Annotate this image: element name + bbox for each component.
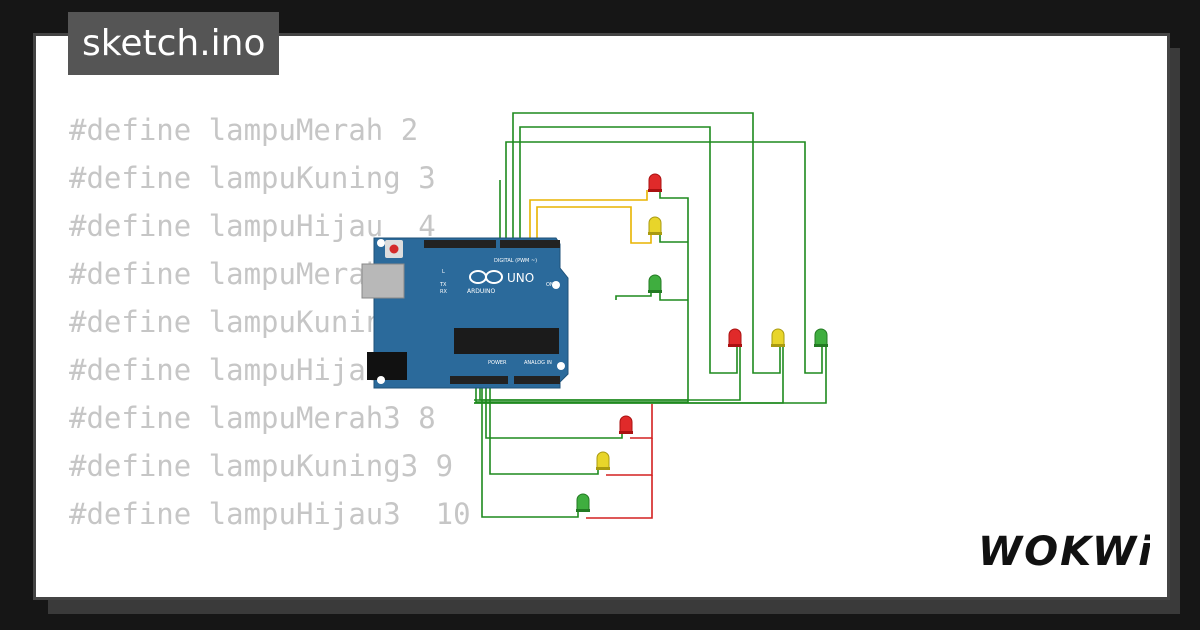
power-label: POWER — [488, 360, 507, 366]
tx-label: TX — [439, 282, 447, 288]
arduino-logo-icon — [469, 270, 503, 284]
mounting-hole — [552, 281, 560, 289]
led-green-icon[interactable] — [648, 274, 662, 293]
code-line: #define lampuHijau2 7 — [69, 353, 436, 387]
digital-label: DIGITAL (PWM ~) — [494, 258, 537, 264]
led-red-icon[interactable] — [648, 173, 662, 192]
led-red-icon[interactable] — [728, 328, 742, 347]
mounting-hole — [557, 362, 565, 370]
mounting-hole — [377, 376, 385, 384]
code-line: void setup() { — [69, 586, 471, 597]
board-name-label: UNO — [507, 271, 534, 285]
led-red-icon[interactable] — [619, 415, 633, 434]
l-label: L — [442, 269, 445, 275]
led-green-icon[interactable] — [814, 328, 828, 347]
power-jack — [367, 352, 407, 380]
rx-label: RX — [440, 289, 447, 295]
wokwi-logo-text: WOKWi — [978, 529, 1150, 575]
led-group[interactable] — [576, 173, 828, 512]
arduino-uno-board[interactable]: UNO ARDUINO DIGITAL (PWM ~) ANALOG IN PO… — [361, 237, 569, 389]
code-line: #define lampuKuning3 9 — [69, 449, 454, 483]
red-wires — [586, 404, 653, 519]
code-preview: #define lampuMerah 2 #define lampuKuning … — [69, 106, 471, 597]
code-line: #define lampuMerah 2 — [69, 113, 419, 147]
code-line: #define lampuHijau3 10 — [69, 497, 471, 531]
analog-header — [514, 376, 560, 384]
analog-label: ANALOG IN — [524, 360, 552, 366]
atmega-chip — [454, 328, 559, 354]
code-line: #define lampuHijau 4 — [69, 209, 436, 243]
power-header — [450, 376, 508, 384]
led-yellow-icon[interactable] — [648, 216, 662, 235]
code-line: #define lampuKuning 3 — [69, 161, 436, 195]
yellow-wires — [529, 190, 652, 245]
code-line: #define lampuMerah3 8 — [69, 401, 436, 435]
digital-header-left — [424, 240, 496, 248]
reset-button-icon — [389, 244, 399, 254]
file-name-tab[interactable]: sketch.ino — [68, 12, 280, 75]
mounting-hole — [377, 239, 385, 247]
digital-header-right — [500, 240, 560, 248]
usb-port — [361, 263, 405, 299]
led-yellow-icon[interactable] — [771, 328, 785, 347]
led-yellow-icon[interactable] — [596, 451, 610, 470]
led-green-icon[interactable] — [576, 493, 590, 512]
board-brand-label: ARDUINO — [467, 288, 496, 295]
on-label: ON — [546, 282, 554, 288]
wokwi-logo-icon: WOKWi — [978, 529, 1150, 575]
